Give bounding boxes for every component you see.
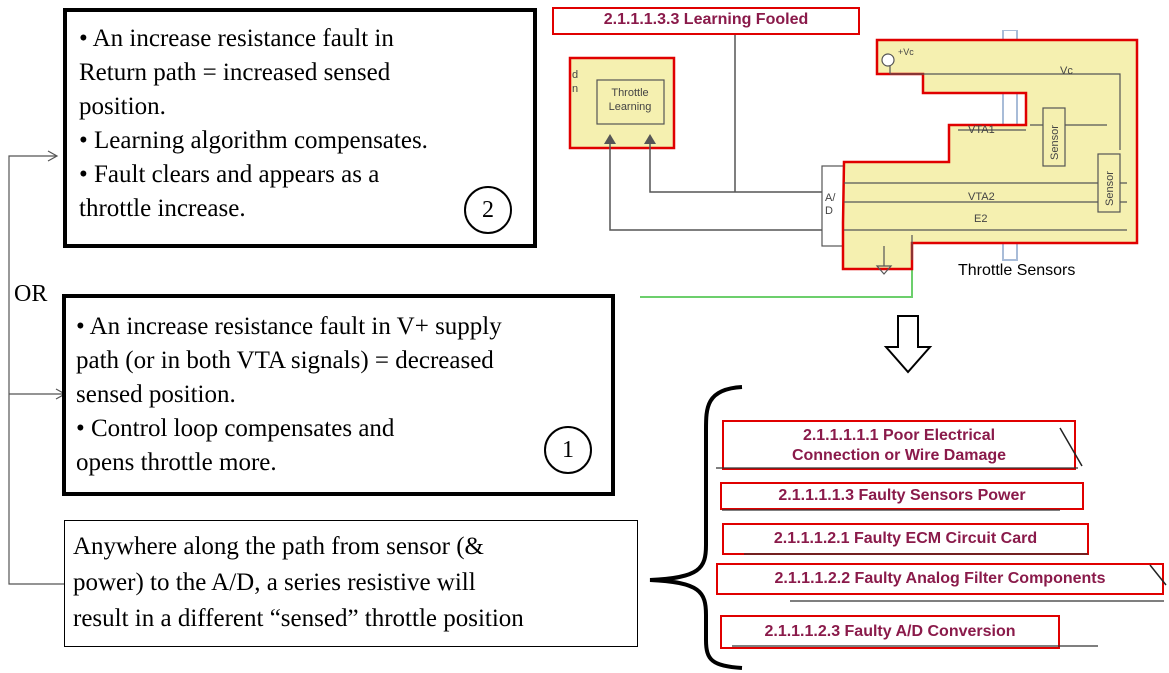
learning-fooled-tag: 2.1.1.1.3.3 Learning Fooled xyxy=(552,7,860,35)
sensor-box-2 xyxy=(1097,153,1121,213)
text-line: result in a different “sensed” throttle … xyxy=(73,605,524,632)
e2-label: E2 xyxy=(974,213,987,225)
throttle-learning-label-1: Throttle xyxy=(611,87,648,99)
text-line: power) to the A/D, a series resistive wi… xyxy=(73,569,476,596)
fault-tag-text: 2.1.1.1.1.3 Faulty Sensors Power xyxy=(778,487,1026,504)
fault-tag-text: 2.1.1.1.2.1 Faulty ECM Circuit Card xyxy=(773,530,1038,547)
series-resistance-text: Anywhere along the path from sensor (& p… xyxy=(73,529,637,637)
throttle-learning-block xyxy=(596,79,665,125)
fault-tag-poor-connection: 2.1.1.1.1.1 Poor Electrical Connection o… xyxy=(722,420,1076,470)
learning-fooled-text: 2.1.1.1.3.3 Learning Fooled xyxy=(603,11,809,28)
vc-top-label: +Vc xyxy=(898,47,914,57)
left-partial-label-2: n xyxy=(572,83,578,95)
text-line: throttle increase. xyxy=(79,195,246,222)
vc-node xyxy=(881,53,895,67)
text-line: sensed position. xyxy=(76,381,236,408)
underline-marks xyxy=(716,467,1164,647)
sensor-label-2: Sensor xyxy=(1104,171,1116,206)
text-line: • Control loop compensates and xyxy=(76,415,395,442)
left-bracket-line xyxy=(8,155,64,585)
text-line: • An increase resistance fault in V+ sup… xyxy=(76,313,502,340)
fault-tag-ecm-card: 2.1.1.1.2.1 Faulty ECM Circuit Card xyxy=(722,523,1089,555)
fault-tag-sensors-power: 2.1.1.1.1.3 Faulty Sensors Power xyxy=(720,482,1084,510)
fault-tag-analog-filter: 2.1.1.1.2.2 Faulty Analog Filter Compone… xyxy=(716,563,1164,595)
text-line: Anywhere along the path from sensor (& xyxy=(73,533,484,560)
fault-tag-text: 2.1.1.1.2.2 Faulty Analog Filter Compone… xyxy=(774,570,1106,587)
step-2-badge: 2 xyxy=(464,186,512,234)
vta1-label: VTA1 xyxy=(968,124,995,136)
or-label: OR xyxy=(14,281,48,307)
sensor-box-1 xyxy=(1042,107,1066,167)
text-line: Return path = increased sensed xyxy=(79,59,391,86)
gray-wiring xyxy=(609,30,822,231)
text-line: path (or in both VTA signals) = decrease… xyxy=(76,347,494,374)
down-arrow-icon xyxy=(883,315,933,374)
text-line: opens throttle more. xyxy=(76,449,277,476)
fault-box-return-text: • An increase resistance fault in Return… xyxy=(79,22,533,226)
step-1-badge: 1 xyxy=(544,426,592,474)
curly-brace xyxy=(649,385,743,670)
ad-label-2: D xyxy=(825,205,833,217)
left-partial-label-1: d xyxy=(572,69,578,81)
ad-label-1: A/ xyxy=(825,192,836,204)
vc-label: Vc xyxy=(1060,65,1073,77)
text-line: position. xyxy=(79,93,166,120)
text-line: • An increase resistance fault in xyxy=(79,25,394,52)
text-line: • Learning algorithm compensates. xyxy=(79,127,428,154)
throttle-learning-label-2: Learning xyxy=(609,101,652,113)
fault-tag-text: 2.1.1.1.1.1 Poor Electrical xyxy=(802,427,996,444)
vta2-label: VTA2 xyxy=(968,191,995,203)
ground-symbol xyxy=(875,246,893,275)
strike-marks xyxy=(1059,427,1167,586)
fault-box-return-path: • An increase resistance fault in Return… xyxy=(63,8,537,248)
arrow-head-top xyxy=(47,150,59,162)
fault-tag-text: 2.1.1.1.2.3 Faulty A/D Conversion xyxy=(764,623,1016,640)
arrow-heads xyxy=(604,134,656,144)
fault-tag-ad-conversion: 2.1.1.1.2.3 Faulty A/D Conversion xyxy=(720,615,1060,649)
throttle-schematic: Throttle Learning d n A/ D +Vc Vc VTA1 V… xyxy=(568,30,1139,275)
series-resistance-note: Anywhere along the path from sensor (& p… xyxy=(64,520,638,647)
throttle-sensors-highlight xyxy=(841,38,1139,271)
fault-box-supply-text: • An increase resistance fault in V+ sup… xyxy=(76,310,611,480)
fault-tag-text: Connection or Wire Damage xyxy=(791,447,1007,464)
sensor-label-1: Sensor xyxy=(1049,125,1061,160)
text-line: • Fault clears and appears as a xyxy=(79,161,380,188)
fault-box-supply-path: • An increase resistance fault in V+ sup… xyxy=(62,294,615,496)
throttle-sensors-caption: Throttle Sensors xyxy=(958,262,1076,279)
